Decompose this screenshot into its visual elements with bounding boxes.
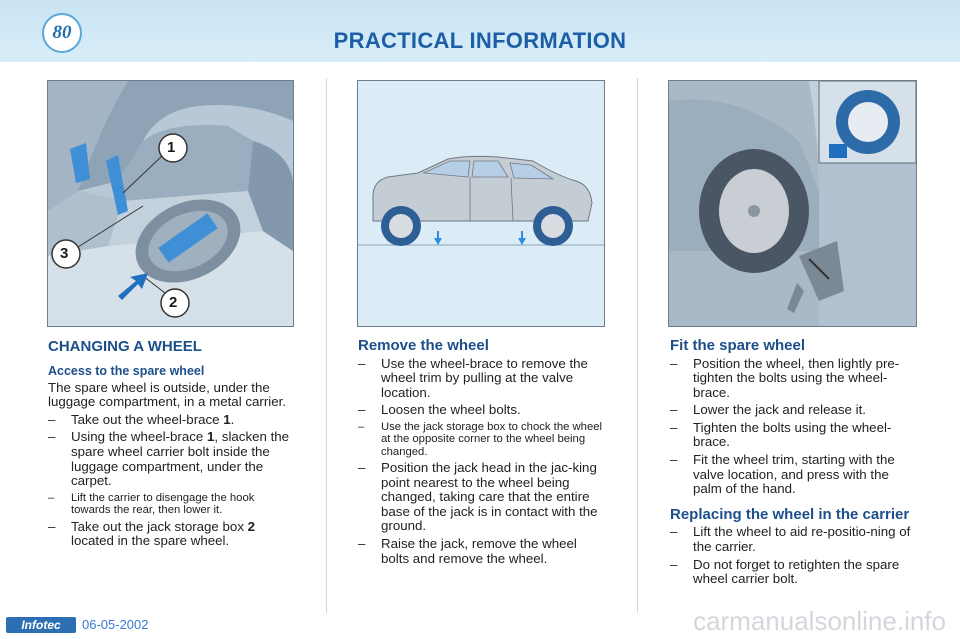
callout-3: 3	[60, 245, 69, 262]
fit-spare-wheel-section: Fit the spare wheel Position the wheel, …	[670, 338, 914, 587]
list-item: Loosen the wheel bolts.	[358, 403, 604, 418]
list-item: Lift the wheel to aid re-positio-ning of…	[670, 524, 914, 554]
list-item: Take out the jack storage box 2 located …	[48, 519, 291, 549]
remove-wheel-section: Remove the wheel Use the wheel-brace to …	[358, 338, 604, 566]
spare-wheel-access-illustration: 1 3 2	[47, 80, 294, 327]
print-date: 06-05-2002	[82, 617, 149, 632]
intro-text: The spare wheel is outside, under the lu…	[48, 379, 286, 410]
subsection-title: Access to the spare wheel	[48, 364, 205, 378]
section-title: Remove the wheel	[358, 337, 489, 354]
list-item: Do not forget to retighten the spare whe…	[670, 557, 914, 587]
list-item: Raise the jack, remove the wheel bolts a…	[358, 536, 604, 566]
list-item: Lift the carrier to disengage the hook t…	[48, 492, 291, 517]
page-number: 80	[42, 13, 82, 53]
infotec-logo: Infotec	[6, 617, 76, 633]
callout-2: 2	[169, 294, 178, 311]
instruction-list: Use the wheel-brace to remove the wheel …	[358, 356, 604, 567]
list-item: Take out the wheel-brace 1.	[48, 412, 291, 428]
section-title: Replacing the wheel in the carrier	[670, 505, 910, 523]
header-band	[0, 0, 960, 62]
page-title: PRACTICAL INFORMATION	[333, 28, 627, 53]
list-item: Fit the wheel trim, starting with the va…	[670, 452, 914, 497]
watermark: carmanualsonline.info	[693, 606, 946, 636]
column-divider	[326, 78, 327, 613]
changing-wheel-section: CHANGING A WHEEL Access to the spare whe…	[48, 338, 291, 549]
list-item: Use the jack storage box to chock the wh…	[358, 421, 604, 458]
jack-and-wheel-illustration	[668, 80, 917, 327]
callout-1: 1	[167, 139, 176, 156]
list-item: Using the wheel-brace 1, slacken the spa…	[48, 430, 291, 488]
instruction-list: Take out the wheel-brace 1. Using the wh…	[48, 412, 291, 549]
column-divider	[637, 78, 638, 613]
instruction-list: Lift the wheel to aid re-positio-ning of…	[670, 524, 914, 587]
list-item: Position the jack head in the jac-king p…	[358, 460, 604, 534]
list-item: Tighten the bolts using the wheel-brace.	[670, 420, 914, 450]
car-side-view-illustration	[357, 80, 605, 327]
list-item: Position the wheel, then lightly pre-tig…	[670, 356, 914, 401]
list-item: Lower the jack and release it.	[670, 403, 914, 418]
list-item: Use the wheel-brace to remove the wheel …	[358, 356, 604, 401]
section-title: CHANGING A WHEEL	[48, 338, 202, 355]
instruction-list: Position the wheel, then lightly pre-tig…	[670, 356, 914, 497]
section-title: Fit the spare wheel	[670, 337, 806, 354]
